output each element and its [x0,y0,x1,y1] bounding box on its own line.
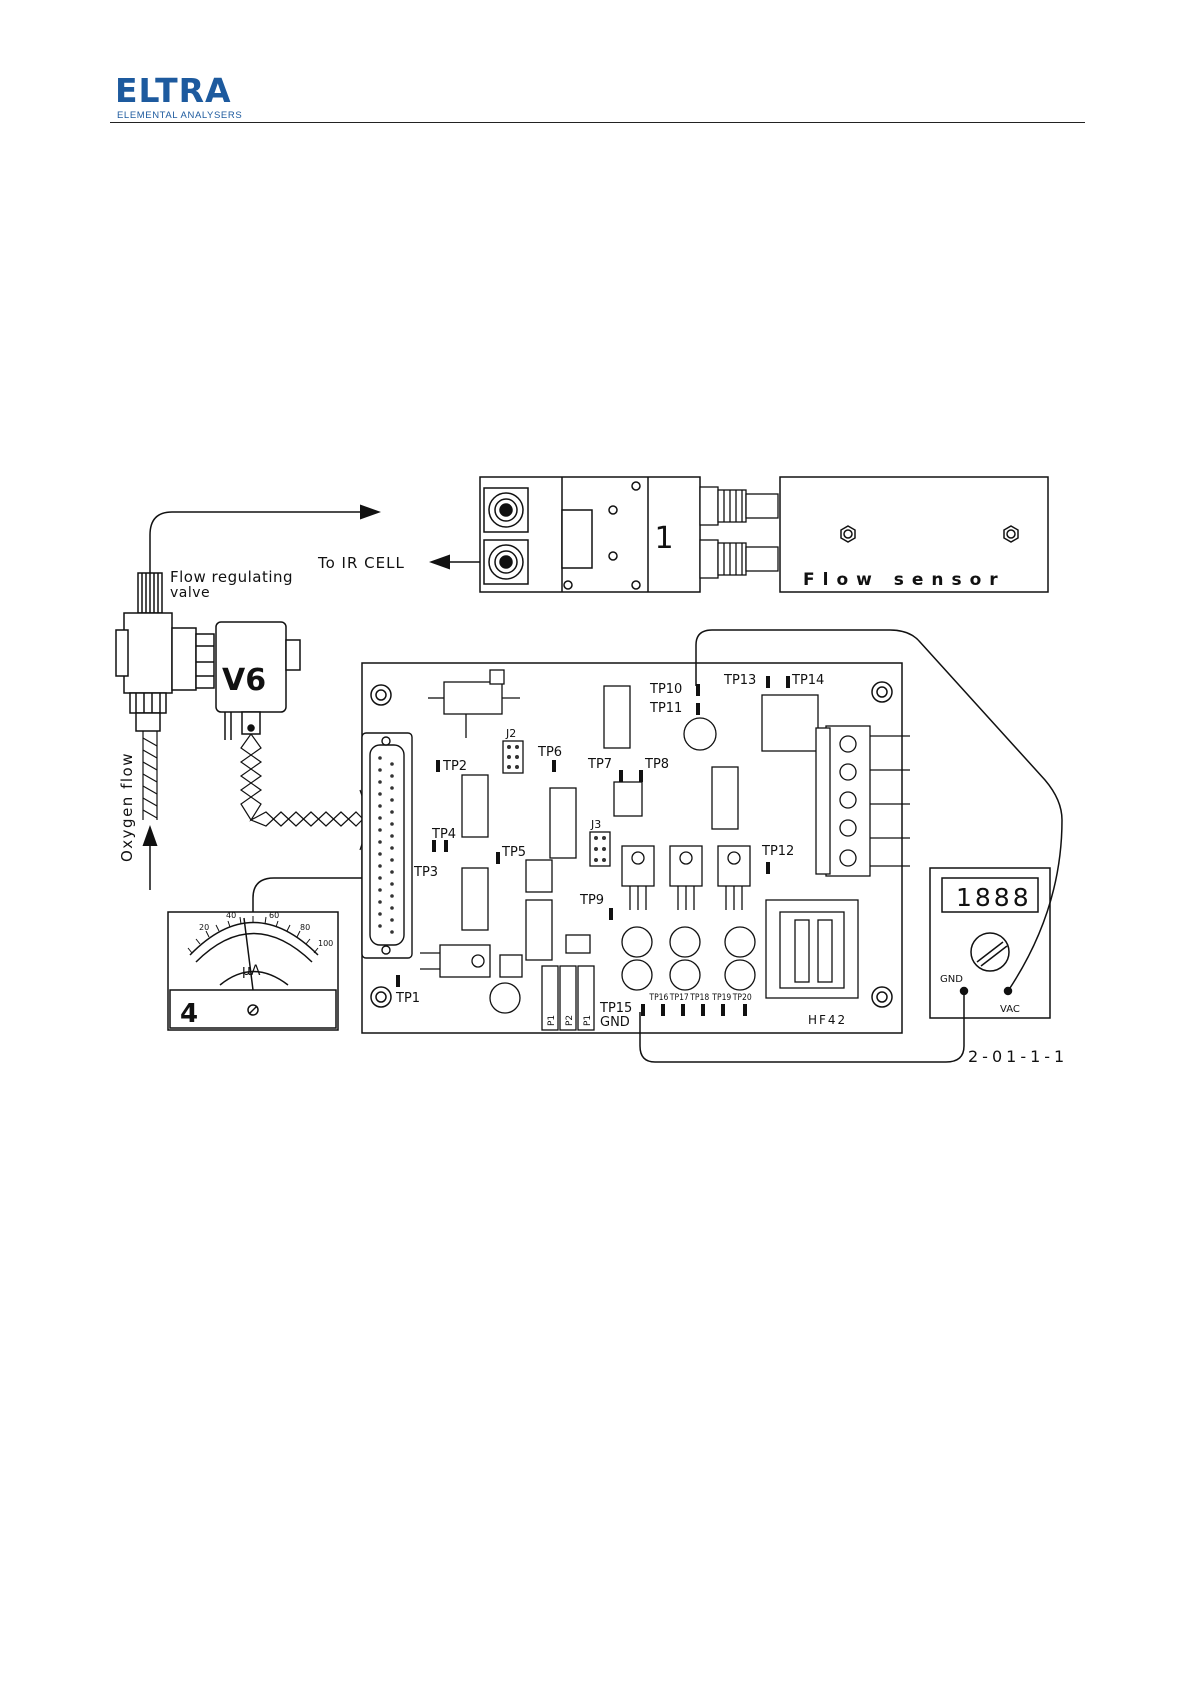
dsub-connector [362,733,412,958]
multimeter-gnd-label: GND [940,974,963,985]
tp3-label: TP3 [413,865,438,880]
tp1-label: TP1 [395,991,420,1006]
j2-label: J2 [505,727,516,740]
tp6-label: TP6 [537,745,562,760]
tp18-label: TP18 [689,991,709,1002]
multimeter-vac-label: VAC [1000,1004,1020,1015]
flow-regulating-valve-label: Flow regulating [170,568,293,586]
tp2-label: TP2 [442,759,467,774]
tp10-label: TP10 [649,682,682,697]
p1-label: P1 [547,1015,557,1026]
flow-regulating-valve-label-2: valve [170,585,210,601]
gas-block-number: 1 [654,521,673,556]
meter-unit-label: µA [242,963,261,979]
meter-scale-80: 80 [300,923,310,932]
tp8-label: TP8 [644,757,669,772]
to-ir-cell-label: To IR CELL [317,554,405,572]
p3-label: P1 [583,1015,593,1026]
j3-label: J3 [590,818,601,831]
tp19-label: TP19 [711,991,731,1002]
tp16-label: TP16 [648,991,668,1002]
p2-label: P2 [565,1015,575,1026]
meter-number: 4 [180,999,198,1029]
board-name-label: HF42 [808,1013,847,1027]
flow-sensor-label: Flow sensor [803,570,1006,590]
oxygen-tube [143,731,157,820]
flow-sensor-fittings [700,487,778,578]
tp4-label: TP4 [431,827,456,842]
tp7-label: TP7 [587,757,612,772]
pcb-gnd-label: GND [600,1015,630,1030]
tp13-label: TP13 [723,673,756,688]
meter-scale-20: 20 [199,923,209,932]
tp14-label: TP14 [791,673,824,688]
meter-scale-40: 40 [226,911,236,920]
tp9-label: TP9 [579,893,604,908]
meter-cable [253,878,362,912]
tp11-label: TP11 [649,701,682,716]
meter-scale-60: 60 [269,911,279,920]
valve-cable [241,734,370,850]
valve-label: V6 [222,663,266,698]
tp15-label: TP15 [599,1001,632,1016]
tp17-label: TP17 [669,991,689,1002]
multimeter-display: 1888 [956,883,1032,912]
meter-scale-100: 100 [318,939,333,948]
tp20-label: TP20 [732,991,752,1002]
tp12-label: TP12 [761,844,794,859]
oxygen-flow-label: Oxygen flow [118,752,136,862]
tp5-label: TP5 [501,845,526,860]
figure-id: 2-01-1-1 [968,1047,1068,1066]
